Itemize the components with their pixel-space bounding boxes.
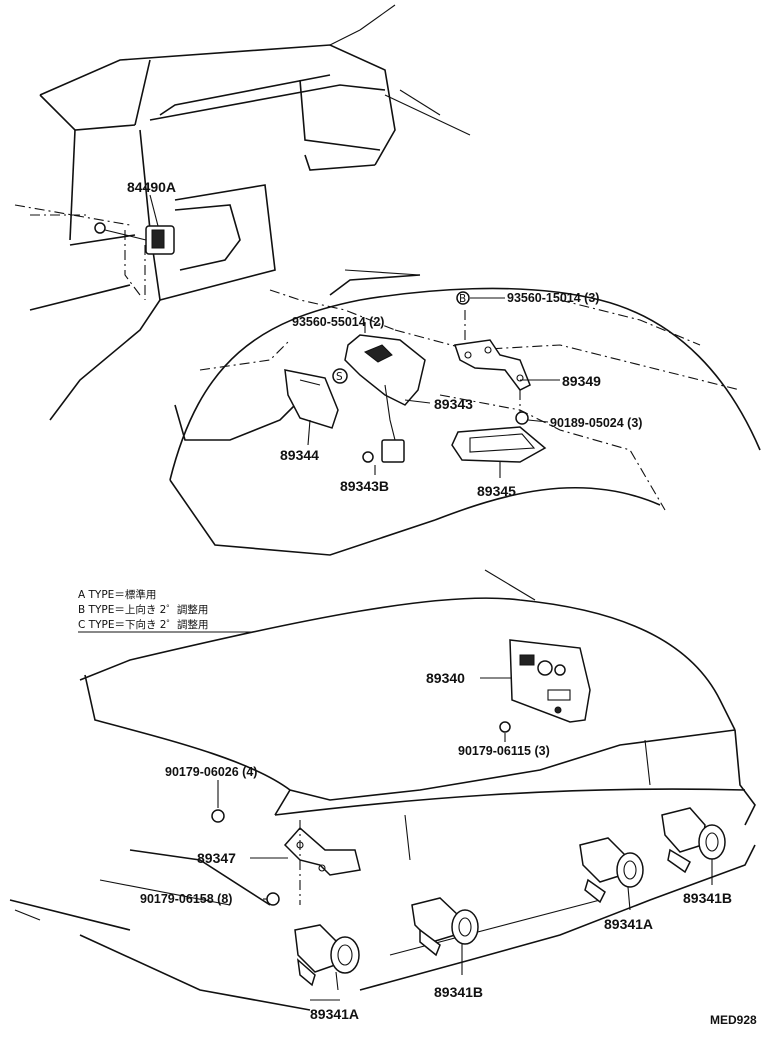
label-90179-06115: 90179-06115 (3) [458,744,550,758]
label-89341A-left: 89341A [310,1006,359,1022]
upper-centre-lines [14,204,741,511]
legend-b-type: B TYPE＝上向き 2゜調整用 [78,603,208,616]
marker-b-upper: B [459,293,466,305]
sensor-89343: S [332,322,431,463]
label-89349: 89349 [562,373,601,389]
pad-89345 [451,426,547,478]
actuator-89341B-right [661,807,726,885]
lower-body-outline [9,569,756,1011]
screw-93560-15014: B [456,291,505,305]
nut-90179-06115 [499,721,511,742]
legend-a-type: A TYPE＝標準用 [78,588,156,601]
marker-s: S [336,371,343,383]
bracket-89349 [454,339,560,391]
upper-body-outline [29,4,471,441]
label-90189-05024: 90189-05024 (3) [550,416,642,430]
label-89345: 89345 [477,483,516,499]
label-89343: 89343 [434,396,473,412]
actuator-89341A-left [294,924,360,991]
label-89343B: 89343B [340,478,389,494]
label-89341A-right: 89341A [604,916,653,932]
computer-89340 [480,639,591,723]
bracket-89347 [250,820,361,905]
actuator-89341B-mid [411,897,479,975]
label-90179-06026: 90179-06026 (4) [165,765,257,779]
label-89347: 89347 [197,850,236,866]
label-93560-15014: 93560-15014 (3) [507,291,599,305]
label-84490A: 84490A [127,179,176,195]
label-89344: 89344 [280,447,319,463]
label-89341B-mid: 89341B [434,984,483,1000]
cover-89344 [284,369,339,446]
cabin-outline [169,287,761,556]
label-93560-55014: 93560-55014 (2) [292,315,384,329]
grommet-89343B [362,451,376,475]
switch-84490A [94,194,175,255]
actuator-89341A-right [579,837,644,911]
legend-c-type: C TYPE＝下向き 2゜調整用 [78,618,208,631]
drawing-code: MED928 [710,1013,757,1027]
nut-90179-06158 [263,892,280,906]
label-89341B-right: 89341B [683,890,732,906]
nut-90189-05024 [515,411,549,425]
label-90179-06158: 90179-06158 (8) [140,892,232,906]
type-legend: A TYPE＝標準用 B TYPE＝上向き 2゜調整用 C TYPE＝下向き 2… [78,588,252,633]
label-89340: 89340 [426,670,465,686]
nut-90179-06026 [211,780,225,823]
